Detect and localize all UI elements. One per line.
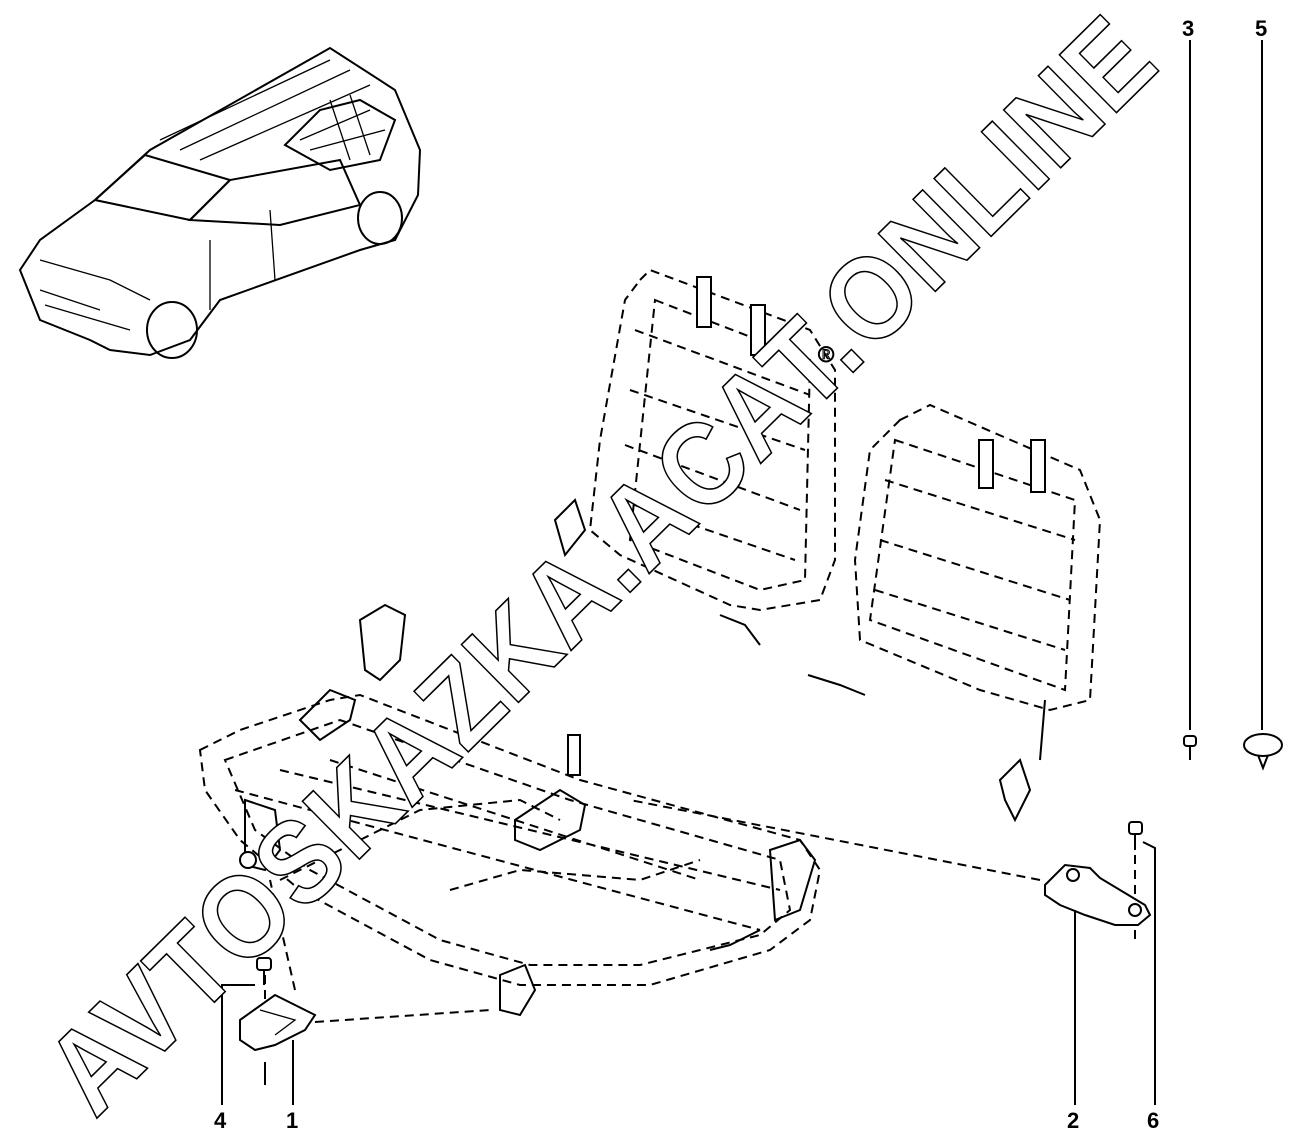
part-2-bracket: [1044, 863, 1152, 926]
callout-lines: [221, 40, 1263, 1105]
backrest-frame-left: [553, 268, 836, 646]
callout-4: 4: [214, 1108, 227, 1133]
callout-6: 6: [1147, 1108, 1159, 1133]
callout-3: 3: [1182, 16, 1194, 41]
callout-1: 1: [286, 1108, 298, 1133]
watermark-text: AVTOSKAZKA.ACAT.ONLINE: [21, 0, 1182, 1139]
registered-mark: ®: [818, 342, 834, 367]
seat-base-frame: [198, 603, 822, 1017]
vehicle-illustration: [18, 46, 422, 359]
backrest-frame-right: [807, 403, 1102, 823]
callout-5: 5: [1255, 16, 1267, 41]
part-5-clip: [1243, 733, 1283, 771]
part-6-screw: [1128, 821, 1143, 850]
watermark: AVTOSKAZKA.ACAT.ONLINE: [20, 0, 1182, 1139]
part-4-screw: [256, 957, 272, 985]
part-1-bracket: [239, 993, 317, 1085]
callout-2: 2: [1067, 1108, 1079, 1133]
part-3-screw: [1183, 735, 1197, 760]
